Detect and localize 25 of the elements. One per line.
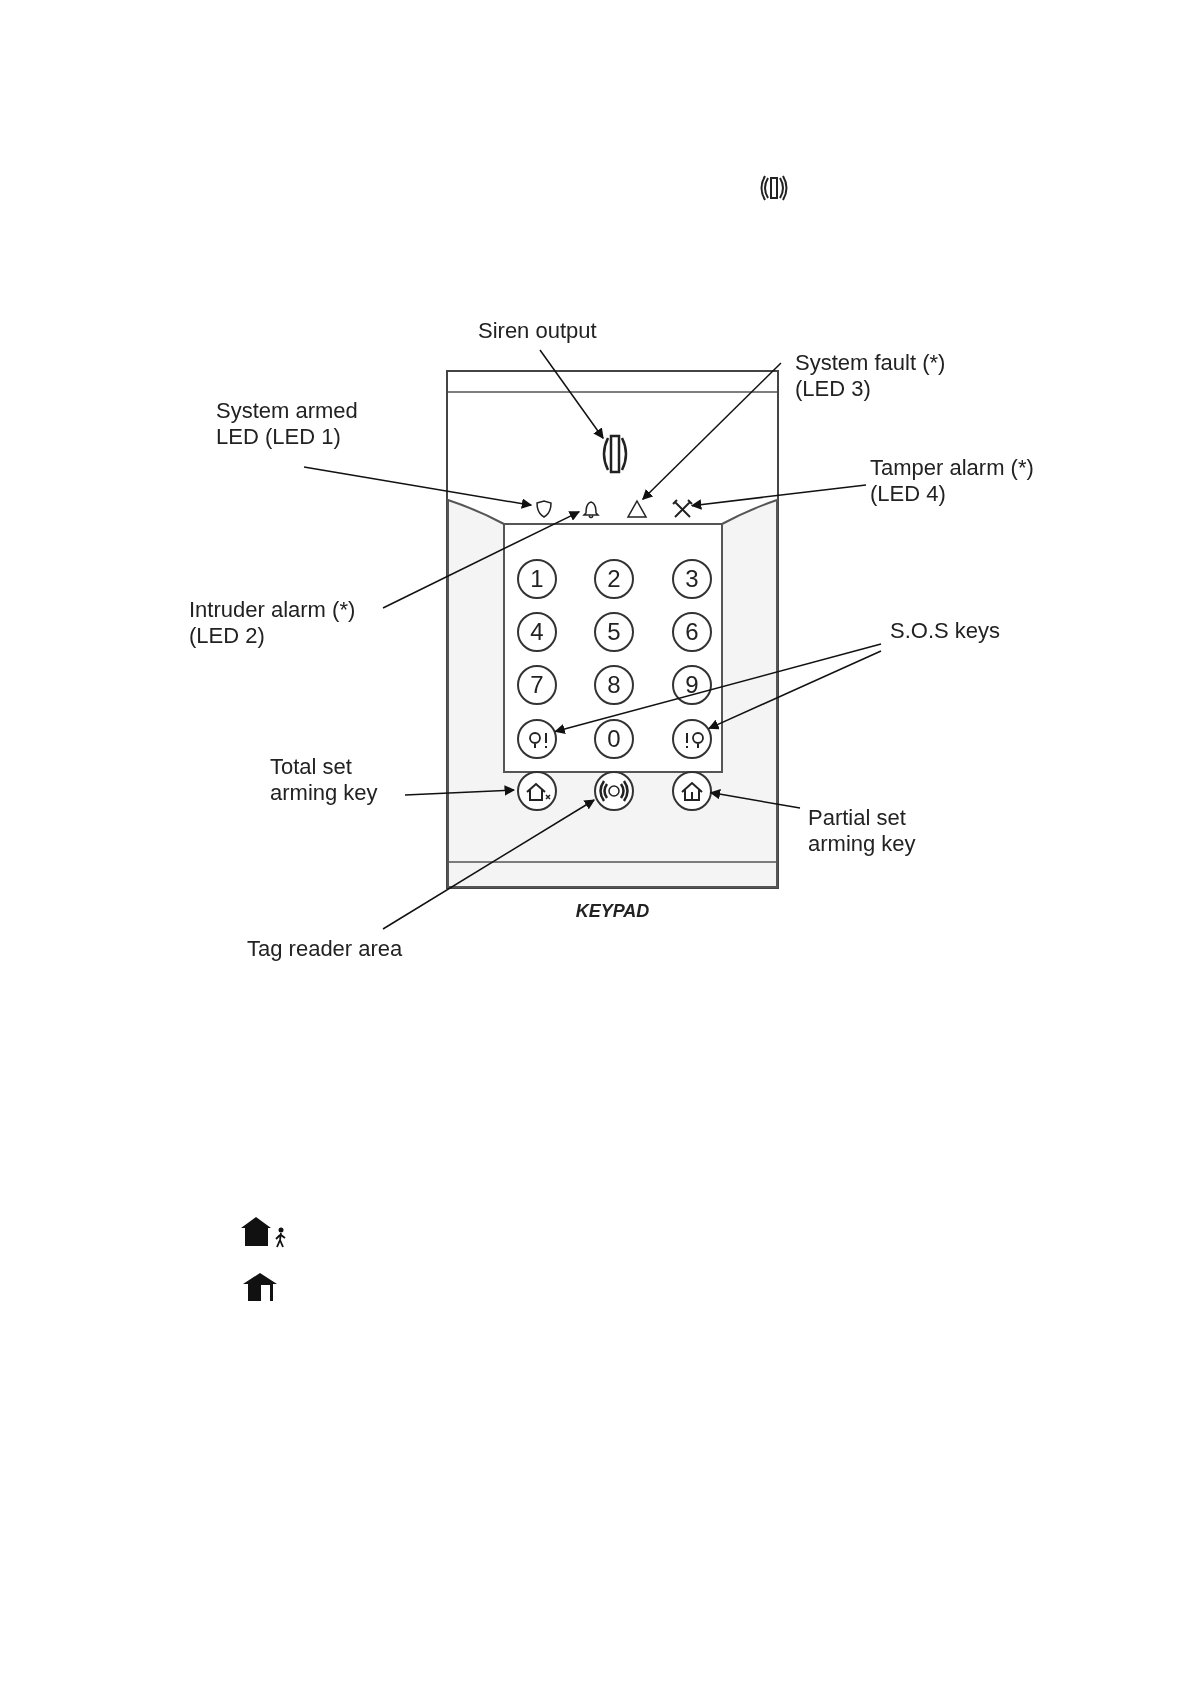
leader-line [382, 511, 581, 609]
callout-label: S.O.S keys [890, 618, 1020, 648]
callout-label: System fault (*) (LED 3) [795, 350, 995, 406]
callout-label: Partial set arming key [808, 805, 933, 861]
leader-line [554, 643, 882, 735]
callout-label: Intruder alarm (*) (LED 2) [189, 597, 389, 653]
leader-line [709, 789, 801, 809]
bell-icon [581, 499, 601, 519]
leader-line [642, 362, 782, 501]
keypad-drawing [446, 370, 779, 889]
tools-icon [672, 499, 694, 519]
callout-label: System armed LED (LED 1) [216, 398, 392, 454]
triangle-icon [626, 499, 648, 519]
leader-line [708, 650, 882, 730]
leader-line [690, 484, 867, 510]
callout-label: Total set arming key [270, 754, 395, 810]
leader-line [303, 466, 533, 509]
caption: KEYPAD [574, 901, 651, 922]
callout-label: Tamper alarm (*) (LED 4) [870, 455, 1070, 511]
leader-line [382, 799, 595, 930]
leader-line [404, 785, 516, 796]
callout-label: Siren output [478, 318, 618, 348]
shield-icon [534, 499, 554, 519]
leader-line [539, 349, 604, 440]
callout-label: Tag reader area [247, 936, 437, 966]
